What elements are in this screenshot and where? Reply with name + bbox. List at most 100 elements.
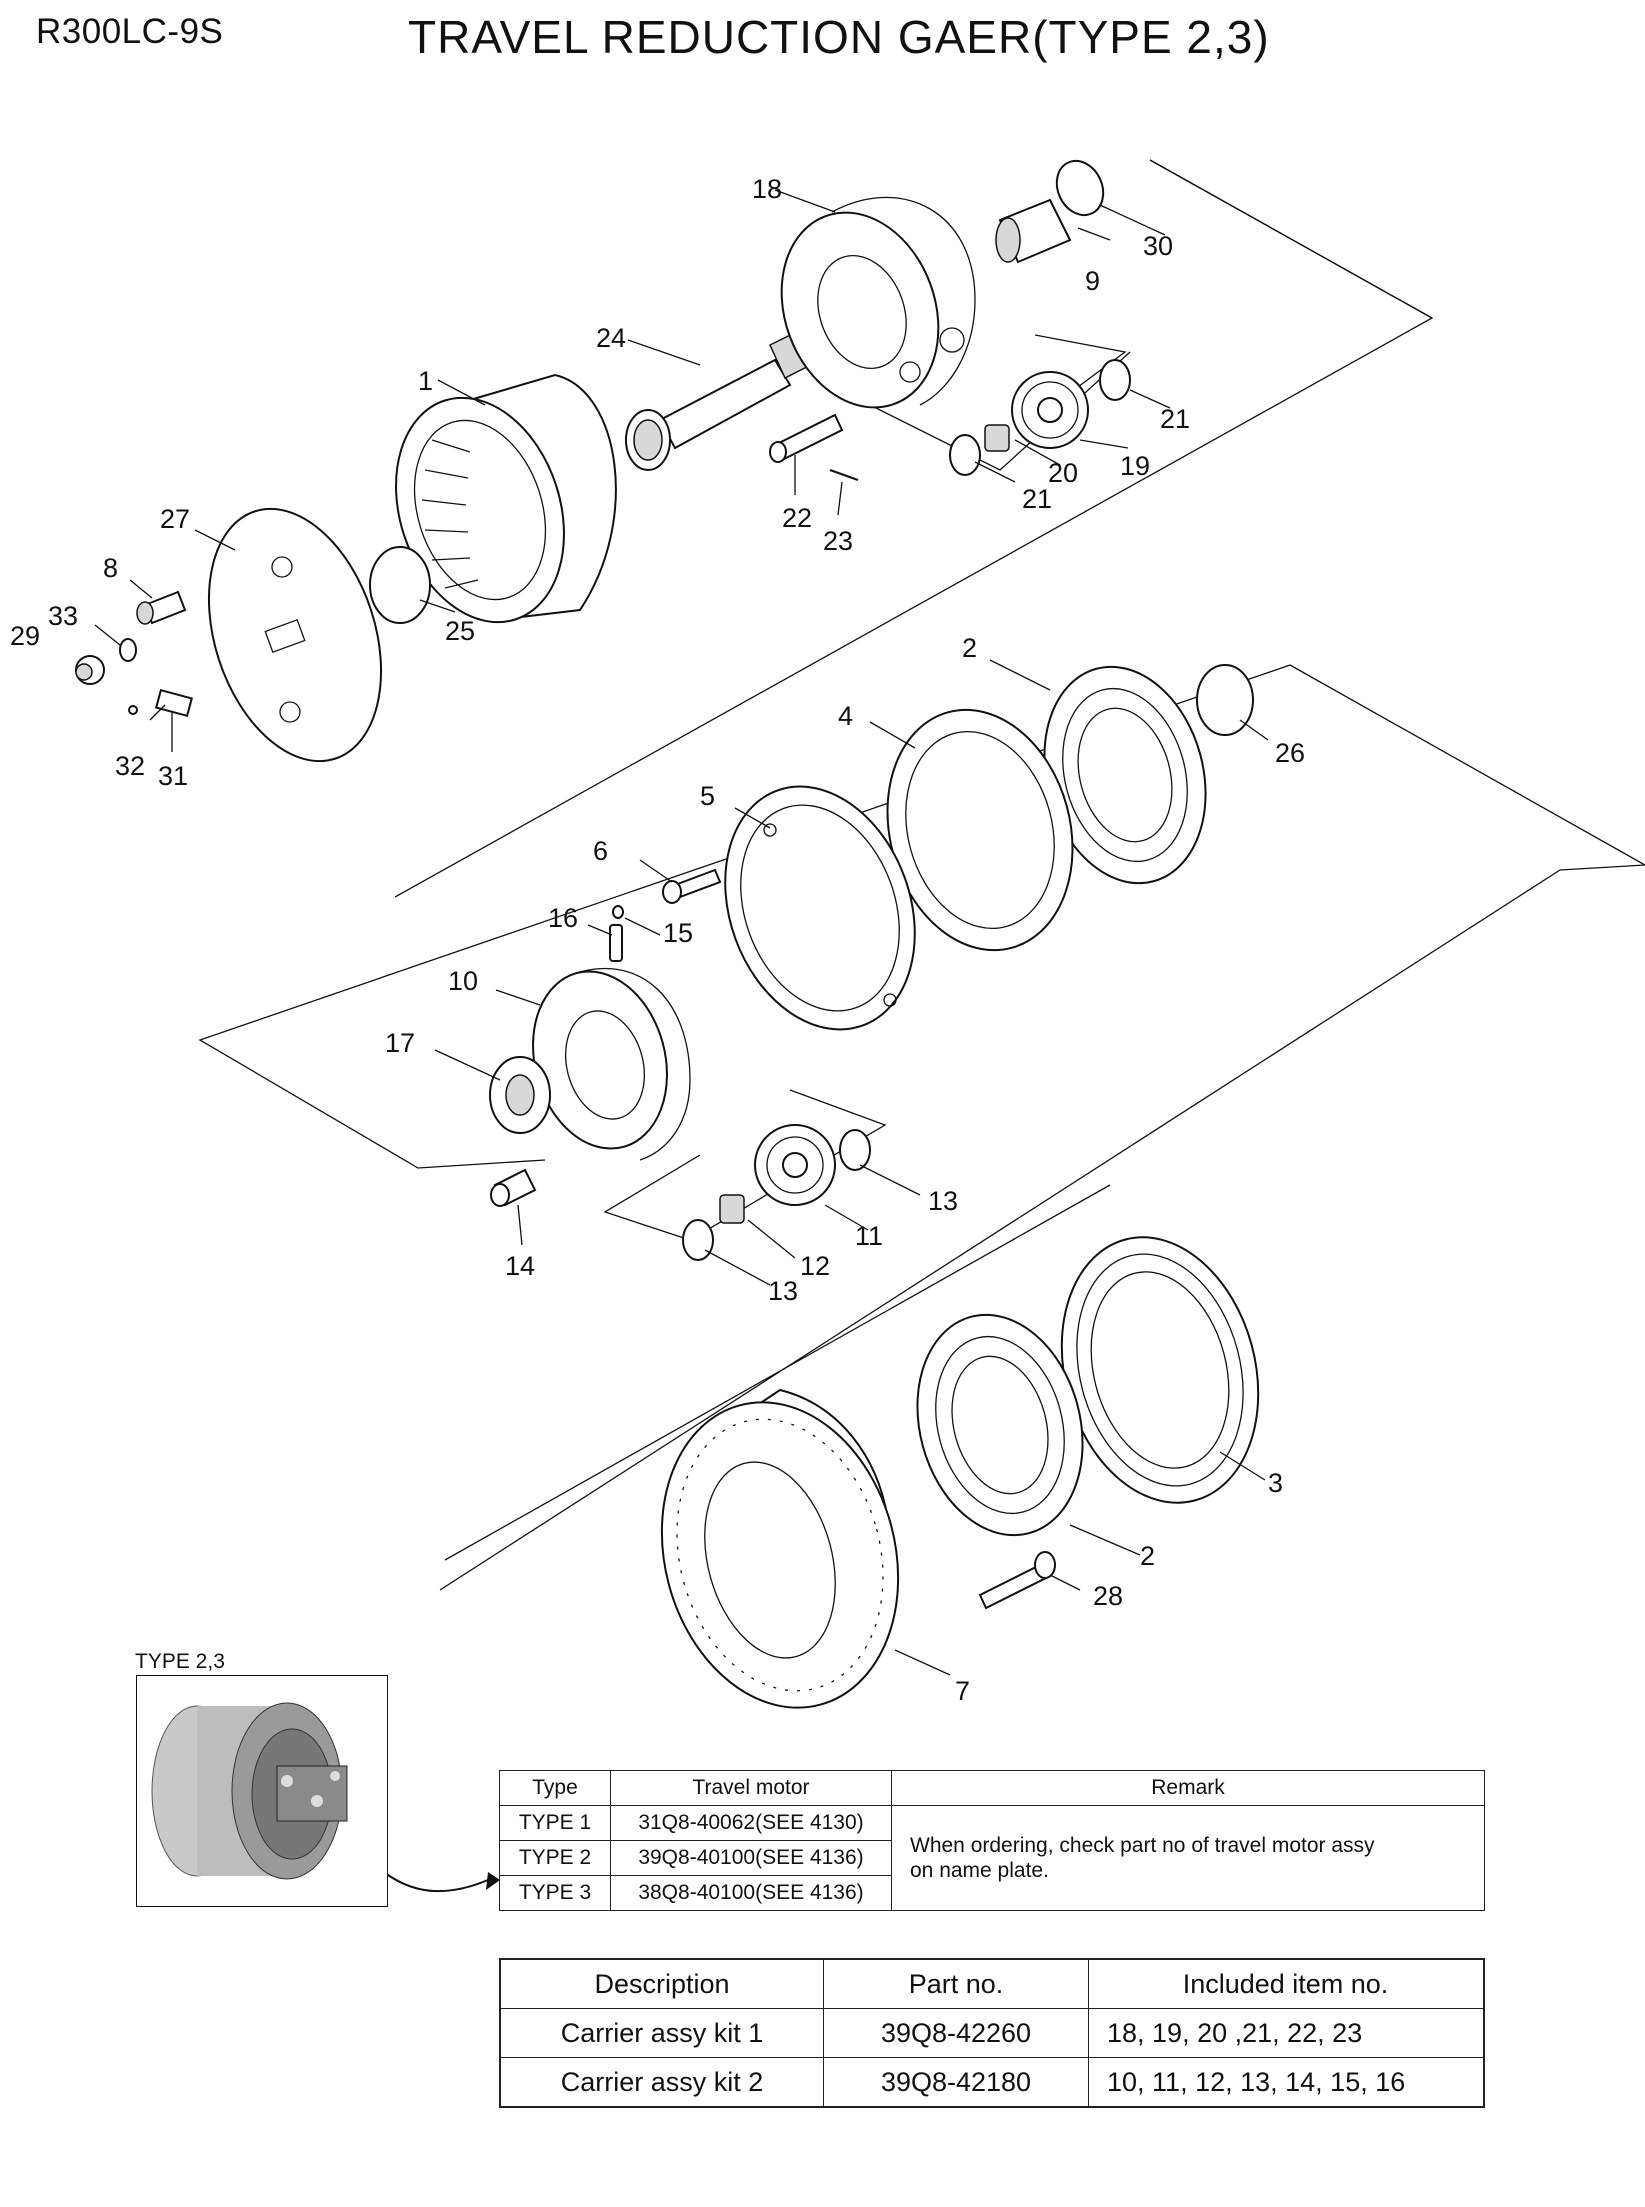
cover: [207, 507, 383, 763]
callout-3: 3: [1268, 1468, 1283, 1498]
callout-5: 5: [700, 781, 715, 811]
second-planet-carrier: [532, 967, 691, 1161]
second-sun-gear: [489, 1056, 551, 1134]
thrust-washer-upper: [1099, 359, 1131, 401]
table-row: TYPE 2 39Q8-40100(SEE 4136): [499, 1840, 1485, 1876]
name-plate: [154, 688, 194, 718]
carrier-kit-table: Description Part no. Included item no. C…: [499, 1958, 1485, 2108]
rivet: [128, 705, 138, 715]
part-no-header: Part no.: [823, 1958, 1089, 2009]
remark-cell: When ordering, check part no of travel m…: [891, 1805, 1485, 1911]
motor-photo: [136, 1675, 388, 1907]
assembly-outline-3: [444, 1184, 1111, 1561]
included-items-cell: 18, 19, 20 ,21, 22, 23: [1088, 2008, 1485, 2058]
callout-28: 28: [1093, 1581, 1123, 1611]
spring-pin: [829, 469, 859, 481]
callout-23: 23: [823, 526, 853, 556]
remark-line-1: When ordering, check part no of travel m…: [910, 1834, 1375, 1857]
travel-motor-type-table: Type Travel motor Remark TYPE 1 31Q8-400…: [499, 1770, 1485, 1911]
cover-plug-2: [1196, 664, 1254, 736]
table-row: Carrier assy kit 2 39Q8-42180 10, 11, 12…: [499, 2057, 1485, 2108]
carrier-pin: [769, 413, 844, 463]
model-code: R300LC-9S: [36, 12, 224, 51]
table-row: TYPE 3 38Q8-40100(SEE 4136): [499, 1875, 1485, 1911]
carrier-pin-2: [490, 1168, 537, 1207]
description-cell: Carrier assy kit 1: [499, 2008, 824, 2058]
page-title: TRAVEL REDUCTION GAER(TYPE 2,3): [408, 11, 1270, 63]
callout-32: 32: [115, 751, 145, 781]
callout-20: 20: [1048, 458, 1078, 488]
hub: [660, 1388, 900, 1709]
cover-bolt: [136, 590, 187, 625]
table-row: Carrier assy kit 1 39Q8-42260 18, 19, 20…: [499, 2008, 1485, 2058]
callout-6: 6: [593, 836, 608, 866]
planet-gear: [1011, 371, 1089, 449]
callout-15: 15: [663, 918, 693, 948]
part-no-cell: 39Q8-42180: [823, 2057, 1089, 2108]
part-no-cell: 39Q8-42260: [823, 2008, 1089, 2058]
callout-27: 27: [160, 504, 190, 534]
drain-plug: [75, 655, 105, 685]
floating-seal-lower: [1060, 1236, 1260, 1504]
leader-lines: [94, 189, 1269, 1676]
lock-pin: [612, 905, 624, 919]
description-header: Description: [499, 1958, 824, 2009]
needle-roller: [984, 424, 1010, 452]
callout-19: 19: [1120, 451, 1150, 481]
snap-ring: [1055, 159, 1105, 217]
thrust-plate: [724, 785, 916, 1031]
remark-header: Remark: [891, 1770, 1485, 1806]
type-table-header: Type Travel motor Remark: [499, 1770, 1485, 1806]
cover-plug: [369, 546, 431, 624]
thrust-washer-4: [682, 1219, 714, 1261]
ring-gear-housing: [395, 373, 617, 624]
thrust-washer-3: [839, 1129, 871, 1171]
type-cell: TYPE 1: [499, 1805, 611, 1841]
second-needle-roller: [719, 1194, 745, 1224]
motor-cell: 38Q8-40100(SEE 4136): [610, 1875, 892, 1911]
callout-22: 22: [782, 503, 812, 533]
callout-13-upper: 13: [928, 1186, 958, 1216]
spring-pin-2: [609, 924, 623, 962]
roller-bearing-lower: [916, 1313, 1084, 1537]
planet-carrier: [780, 196, 976, 409]
motor-photo-drawing: [137, 1676, 387, 1906]
type-header: Type: [499, 1770, 611, 1806]
callout-30: 30: [1143, 231, 1173, 261]
callout-25: 25: [445, 616, 475, 646]
description-cell: Carrier assy kit 2: [499, 2057, 824, 2108]
callout-8: 8: [103, 553, 118, 583]
callout-10: 10: [448, 966, 478, 996]
callout-11: 11: [855, 1221, 883, 1251]
second-planet-gear: [754, 1124, 836, 1206]
assembly-outline-1: [394, 159, 1434, 898]
type-cell: TYPE 2: [499, 1840, 611, 1876]
callout-18: 18: [752, 174, 782, 204]
motor-header: Travel motor: [610, 1770, 892, 1806]
callout-17: 17: [385, 1028, 415, 1058]
inset-caption: TYPE 2,3: [135, 1650, 225, 1673]
type-cell: TYPE 3: [499, 1875, 611, 1911]
callout-4: 4: [838, 701, 853, 731]
callout-7: 7: [955, 1676, 970, 1706]
thrust-washer-lower: [949, 434, 981, 476]
kit-table-header: Description Part no. Included item no.: [499, 1958, 1485, 2009]
included-items-cell: 10, 11, 12, 13, 14, 15, 16: [1088, 2057, 1485, 2108]
callout-14: 14: [505, 1251, 535, 1281]
callout-2-lower: 2: [1140, 1541, 1155, 1571]
callout-16: 16: [548, 903, 578, 933]
callout-29: 29: [10, 621, 40, 651]
callout-24: 24: [596, 323, 626, 353]
callout-1: 1: [418, 366, 433, 396]
callout-13-lower: 13: [768, 1276, 798, 1306]
o-ring: [119, 638, 137, 662]
callout-9: 9: [1085, 266, 1100, 296]
callout-33: 33: [48, 601, 78, 631]
callout-labels: 1 2 2 3 4 5 6 7 8 9 10 11 12 13 13 14 15…: [10, 174, 1305, 1706]
needle-bearing: [995, 198, 1072, 264]
hub-bolt: [978, 1551, 1056, 1610]
callout-21-lower: 21: [1022, 484, 1052, 514]
callout-31: 31: [158, 761, 188, 791]
motor-cell: 39Q8-40100(SEE 4136): [610, 1840, 892, 1876]
